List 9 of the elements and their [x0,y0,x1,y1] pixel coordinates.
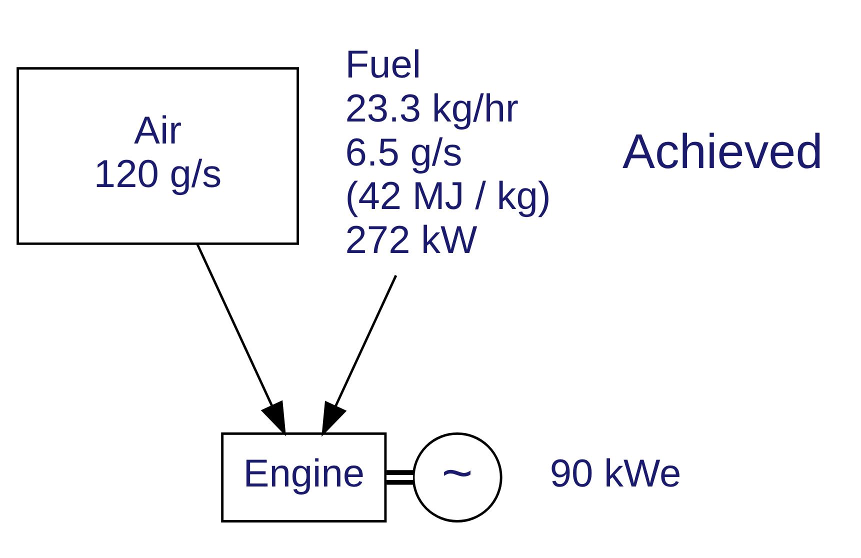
node-circle: ~ [412,432,502,522]
node-label: 90 kWe [550,452,682,496]
node-box: Air 120 g/s [16,67,300,245]
node-box: Engine [221,432,387,522]
connector [386,470,414,485]
label: Achieved [622,125,823,180]
arrow [196,244,286,436]
node-text: Fuel 23.3 kg/hr 6.5 g/s (42 MJ / kg) 272 kW [345,44,551,262]
arrow [322,274,398,437]
